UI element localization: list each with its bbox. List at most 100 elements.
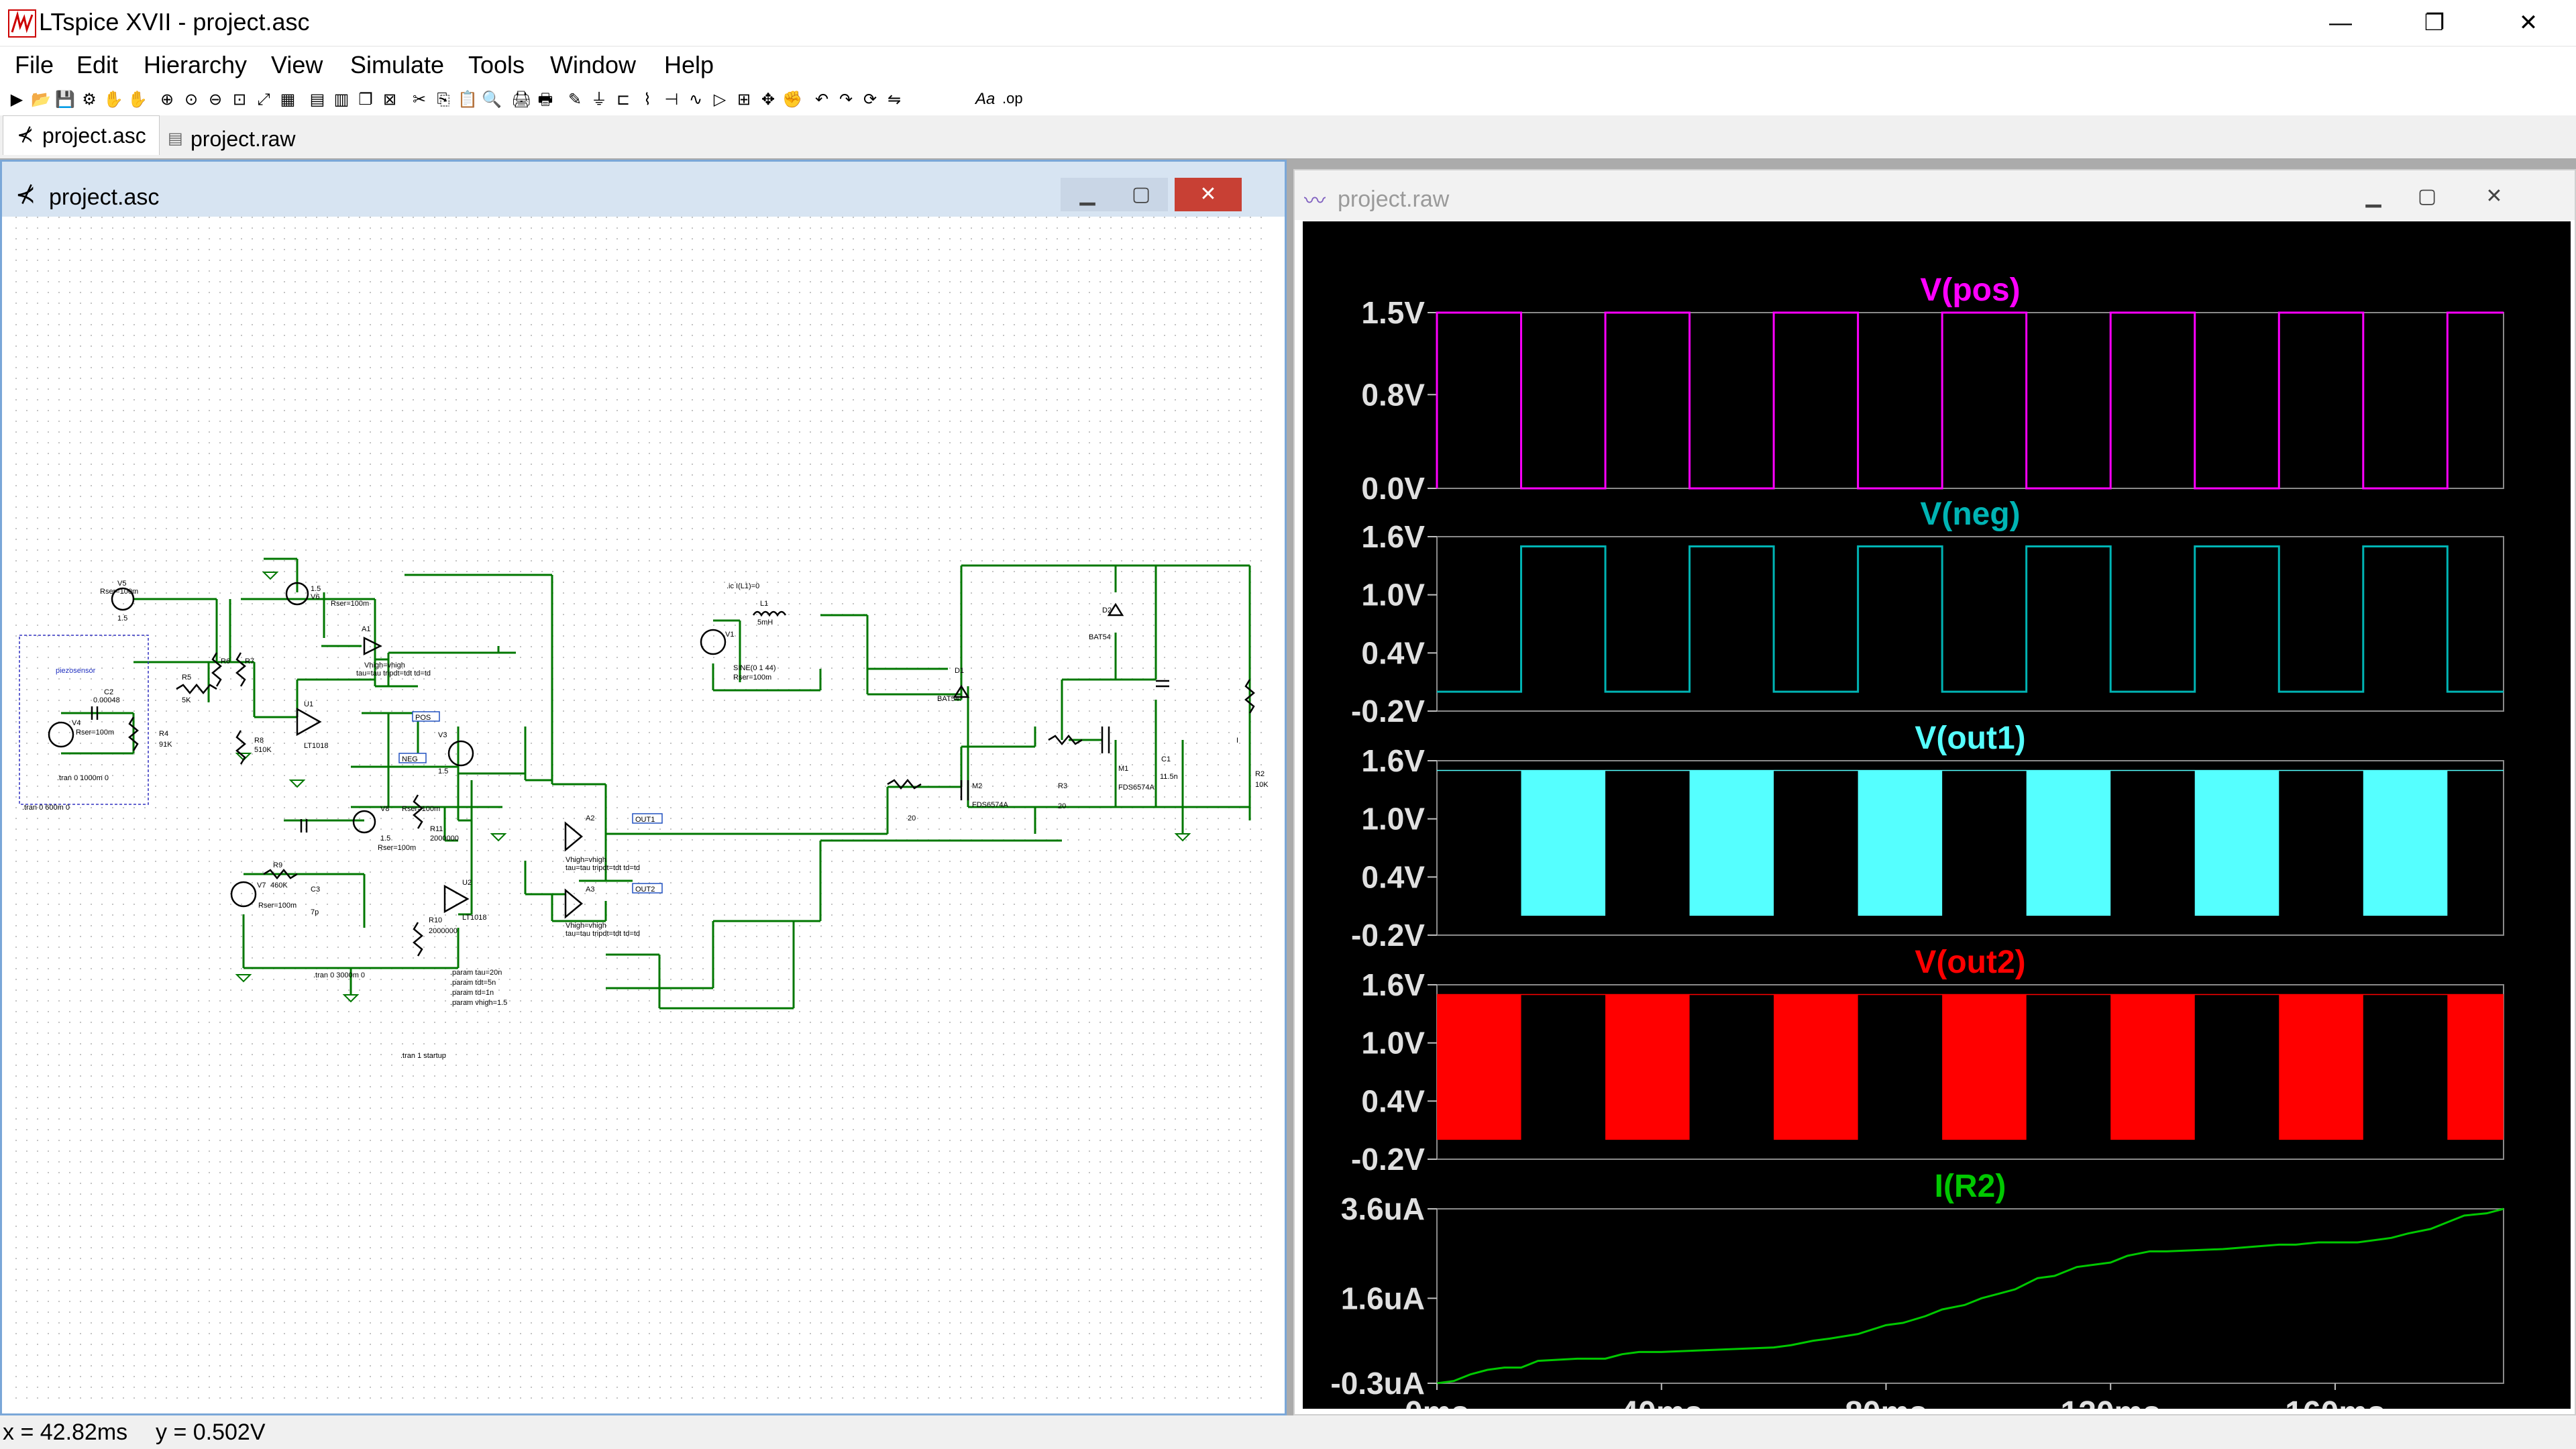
waveform-maximize-button[interactable]: ▢: [2417, 185, 2437, 207]
C1-value: 11.5n: [1160, 773, 1178, 781]
menu-view[interactable]: View: [271, 51, 323, 78]
capacitor-icon[interactable]: ⊣: [664, 91, 679, 109]
redo-icon[interactable]: ↷: [839, 91, 853, 109]
print-preview-icon[interactable]: 🖶: [537, 91, 553, 109]
waveform-plot[interactable]: V(pos)1.5V0.8V0.0VV(neg)1.6V1.0V0.4V-0.2…: [1303, 221, 2571, 1409]
tab-project-raw[interactable]: ▤ project.raw: [164, 119, 311, 158]
trace-label-vneg[interactable]: V(neg): [1920, 496, 2020, 532]
waveform-close-button[interactable]: ✕: [2485, 185, 2503, 207]
minimize-button[interactable]: —: [2329, 10, 2352, 36]
autorange-icon[interactable]: ⤢: [257, 91, 270, 109]
find-icon[interactable]: 🔍: [482, 91, 502, 109]
y-tick-label: 1.0V: [1361, 578, 1425, 612]
menu-simulate[interactable]: Simulate: [350, 51, 445, 78]
cascade-icon[interactable]: ❐: [358, 91, 373, 109]
R5-value: 5K: [182, 696, 191, 704]
waveform-minimize-button[interactable]: ▁: [2365, 185, 2381, 207]
cut-icon[interactable]: ✂: [412, 91, 427, 109]
wire-icon[interactable]: ✎: [568, 91, 582, 109]
diode-icon[interactable]: ▷: [713, 91, 727, 109]
trace-label-vpos[interactable]: V(pos): [1920, 272, 2020, 308]
V8-value: 1.5: [380, 835, 390, 843]
y-tick-label: -0.2V: [1351, 1142, 1425, 1177]
close-window-icon[interactable]: ⊠: [382, 91, 397, 109]
D2-label: D2: [1102, 606, 1112, 614]
mirror-icon[interactable]: ⇋: [887, 91, 902, 109]
trace-label-vout2[interactable]: V(out2): [1915, 945, 2025, 980]
tran-1000: .tran 0 1000m 0: [57, 774, 109, 782]
close-button[interactable]: ✕: [2518, 10, 2538, 36]
component-icon[interactable]: ⊞: [737, 91, 751, 109]
menu-file[interactable]: File: [15, 51, 54, 78]
copy-icon[interactable]: ⎘: [437, 91, 450, 109]
pane-vneg[interactable]: V(neg)1.6V1.0V0.4V-0.2V: [1351, 496, 2504, 729]
tab-project-asc[interactable]: ⊀ project.asc: [3, 115, 160, 155]
control-panel-icon[interactable]: ⚙: [82, 91, 97, 109]
trace-pulse-vout2: [1774, 994, 1858, 1140]
trace-pulse-vout2: [1605, 994, 1690, 1140]
text-icon[interactable]: Aa: [975, 90, 996, 108]
y-tick-label: 1.6V: [1361, 519, 1425, 554]
spice-directive-icon[interactable]: .op: [1002, 90, 1023, 107]
menu-tools[interactable]: Tools: [468, 51, 525, 78]
schematic-close-button[interactable]: ✕: [1175, 178, 1242, 211]
pane-vout2[interactable]: V(out2)1.6V1.0V0.4V-0.2V: [1351, 945, 2504, 1177]
trace-label-vout1[interactable]: V(out1): [1915, 720, 2025, 756]
zoom-in-icon[interactable]: ⊕: [160, 91, 174, 109]
pane-vout1[interactable]: V(out1)1.6V1.0V0.4V-0.2V: [1351, 720, 2504, 953]
schematic-canvas[interactable]: piezosensor.tran 0 1000m 0.tran 0 600m 0…: [15, 217, 1271, 1400]
pane-frame: [1436, 536, 2504, 712]
V4-rser: Rser=100m: [76, 729, 114, 737]
run-icon[interactable]: ▶: [10, 91, 23, 109]
R7-label: R7: [245, 657, 254, 665]
menu-hierarchy[interactable]: Hierarchy: [144, 51, 248, 78]
zoom-pan-icon[interactable]: ⊙: [184, 91, 199, 109]
status-bar: x = 42.82ms y = 0.502V: [0, 1417, 2576, 1449]
view-icon[interactable]: ▦: [280, 91, 296, 109]
M1-value: FDS6574A: [1118, 784, 1155, 792]
print-icon[interactable]: 🖨: [511, 91, 532, 109]
A3-params: Vhigh=vhigh: [566, 922, 606, 930]
pane-vpos[interactable]: V(pos)1.5V0.8V0.0V: [1361, 272, 2504, 506]
tile-horizontal-icon[interactable]: ▤: [309, 91, 325, 109]
menu-window[interactable]: Window: [550, 51, 637, 78]
menu-edit[interactable]: Edit: [76, 51, 119, 78]
title-bar: LTspice XVII - project.asc — ❐ ✕: [0, 0, 2576, 46]
resistor-icon[interactable]: ⌇: [643, 91, 651, 109]
tile-vertical-icon[interactable]: ▥: [333, 91, 350, 109]
window-title: LTspice XVII - project.asc: [39, 8, 310, 36]
V3-label: V3: [438, 731, 447, 739]
trace-label-ir2[interactable]: I(R2): [1935, 1169, 2006, 1204]
C2-value: 0.00048: [93, 696, 120, 704]
pan-icon[interactable]: ✋: [127, 91, 148, 109]
label-icon[interactable]: ⊏: [616, 91, 631, 109]
zoom-fit-icon[interactable]: ⊡: [232, 91, 247, 109]
trace-pulse-vout2: [2110, 994, 2195, 1140]
schematic-maximize-button[interactable]: ▢: [1114, 178, 1168, 211]
document-tabs: ⊀ project.asc ▤ project.raw: [0, 115, 2576, 158]
save-icon[interactable]: 💾: [55, 91, 75, 109]
drag-icon[interactable]: ✊: [782, 91, 802, 109]
D1-value: BAT54: [937, 695, 959, 703]
open-icon[interactable]: 📂: [31, 91, 51, 109]
schematic-minimize-button[interactable]: ▁: [1061, 178, 1114, 211]
trace-pulse-vout1: [1689, 770, 1774, 916]
menu-help[interactable]: Help: [664, 51, 714, 78]
halt-icon[interactable]: ✋: [103, 91, 123, 109]
A1-params: Vhigh=vhigh: [364, 661, 405, 669]
R3-label: R3: [1058, 782, 1067, 790]
ground-icon[interactable]: ⏚: [591, 91, 607, 109]
R1-value: 20: [908, 814, 916, 822]
out1-net: OUT1: [635, 816, 655, 824]
rotate-icon[interactable]: ⟳: [863, 91, 877, 109]
move-icon[interactable]: ✥: [761, 91, 775, 109]
zoom-out-icon[interactable]: ⊖: [208, 91, 223, 109]
undo-icon[interactable]: ↶: [814, 91, 829, 109]
trace-vneg: [1437, 545, 2504, 693]
V1-value: SINE(0 1 44): [733, 664, 776, 672]
restore-button[interactable]: ❐: [2424, 10, 2445, 36]
paste-icon[interactable]: 📋: [458, 91, 478, 109]
y-tick-label: 1.6V: [1361, 743, 1425, 778]
inductor-icon[interactable]: ∿: [688, 91, 703, 109]
